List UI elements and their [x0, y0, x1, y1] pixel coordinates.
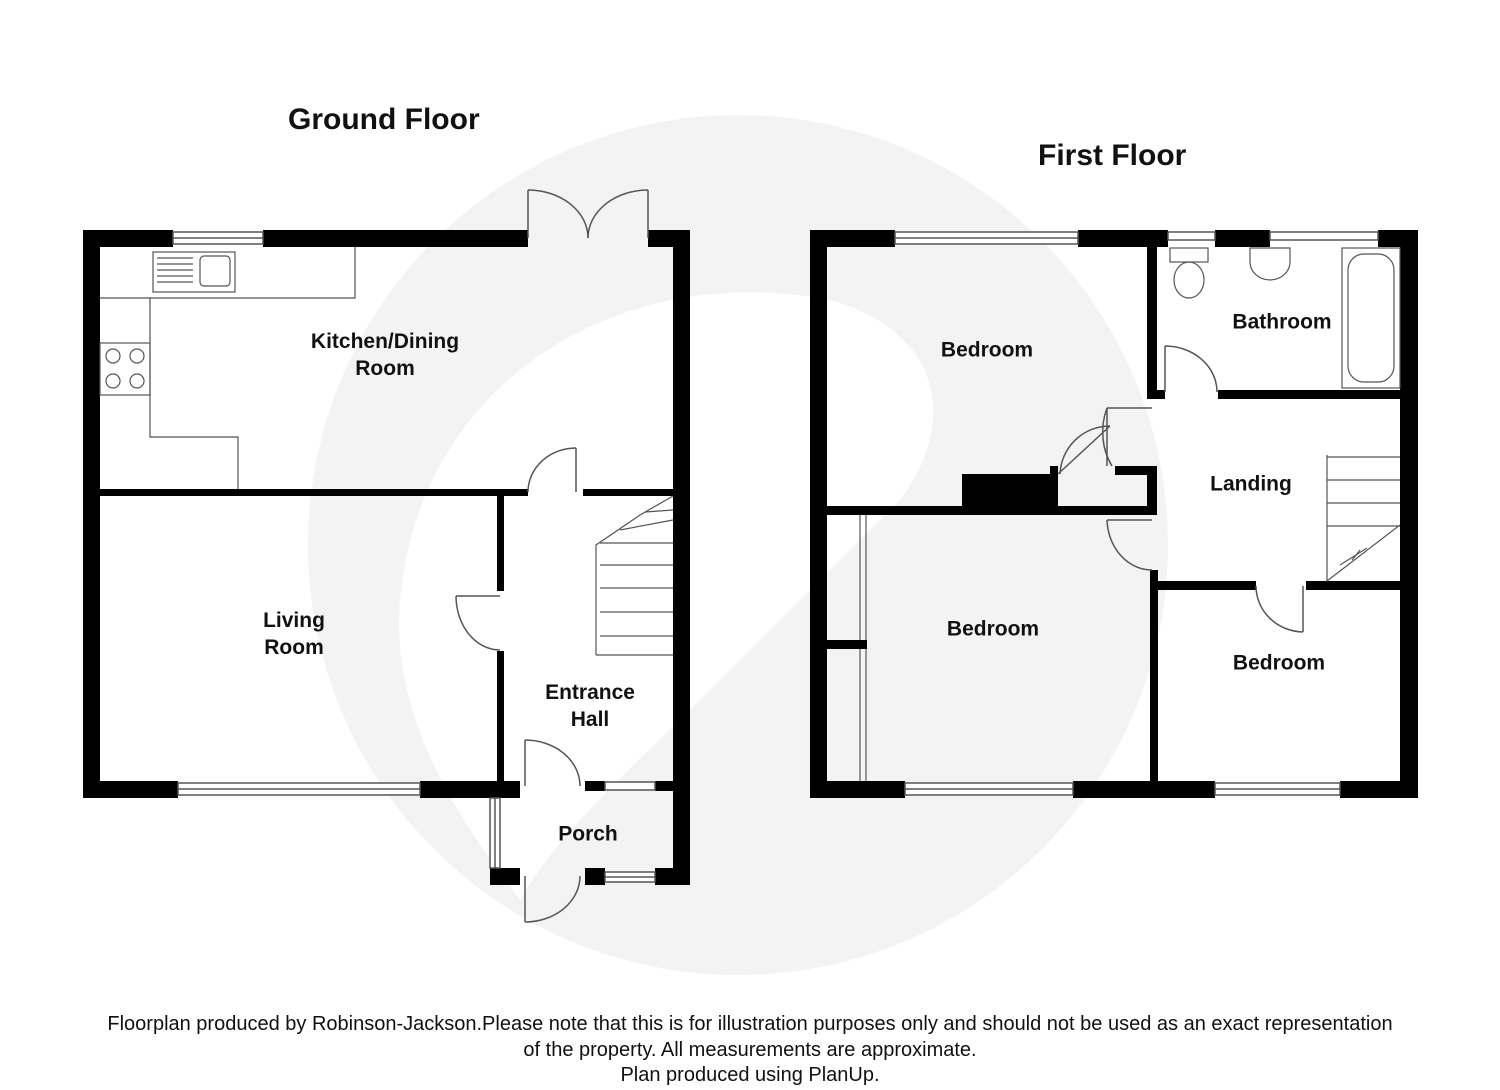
- disclaimer-line-2: of the property. All measurements are ap…: [523, 1039, 977, 1061]
- wall: [810, 781, 905, 798]
- wardrobes: [859, 515, 867, 781]
- wall: [1078, 230, 1168, 247]
- wall: [1147, 247, 1157, 399]
- wall: [83, 781, 178, 798]
- kitchen-units: [99, 247, 356, 489]
- room-label-landing: Landing: [1210, 472, 1292, 496]
- wc: [1173, 261, 1205, 299]
- wall: [490, 868, 520, 885]
- wall: [1215, 230, 1270, 247]
- wall: [83, 230, 100, 798]
- french-doors: [527, 189, 649, 239]
- wall: [497, 496, 504, 591]
- wall: [497, 651, 504, 786]
- room-label-porch: Porch: [558, 822, 618, 846]
- wall: [1158, 581, 1256, 590]
- hob: [99, 342, 151, 396]
- room-label-kitchen: Kitchen/Dining Room: [310, 330, 460, 380]
- wall: [263, 230, 528, 247]
- sink: [152, 251, 236, 293]
- wall: [1150, 570, 1158, 798]
- wall: [583, 489, 673, 496]
- window: [1167, 231, 1216, 241]
- ground-floor-title: Ground Floor: [288, 103, 480, 136]
- ground-floor-plan: [83, 189, 690, 923]
- wall: [100, 489, 528, 496]
- wall: [1306, 581, 1400, 590]
- wc-cistern: [1169, 247, 1209, 263]
- wall: [673, 230, 690, 885]
- first-floor-plan: [810, 230, 1418, 798]
- room-label-bathroom: Bathroom: [1232, 310, 1332, 334]
- cupboard-fill: [962, 474, 1058, 506]
- room-label-bedroom-1: Bedroom: [940, 338, 1034, 362]
- window: [604, 781, 656, 791]
- wall: [827, 506, 1157, 515]
- wall: [1073, 781, 1215, 798]
- window: [1269, 231, 1379, 241]
- bath: [1341, 247, 1401, 389]
- door: [1057, 425, 1111, 475]
- ground-stairs: [595, 495, 674, 656]
- first-stairs: [1326, 455, 1401, 583]
- wall: [1115, 466, 1157, 475]
- wall: [1400, 230, 1418, 798]
- disclaimer-line-3: Plan produced using PlanUp.: [620, 1064, 880, 1086]
- wall: [585, 868, 605, 885]
- room-label-entrance-hall: Entrance Hall: [545, 681, 635, 731]
- wall: [655, 868, 690, 885]
- wall: [1340, 781, 1418, 798]
- wall: [420, 781, 520, 798]
- room-label-bedroom-2: Bedroom: [946, 617, 1040, 641]
- wall: [83, 230, 173, 247]
- room-label-living-room: Living Room: [263, 609, 325, 659]
- wall: [585, 781, 605, 791]
- disclaimer-line-1: Floorplan produced by Robinson-Jackson.P…: [107, 1013, 1393, 1035]
- bathroom-fixtures: [1169, 247, 1401, 389]
- first-floor-title: First Floor: [1038, 139, 1187, 172]
- wall: [810, 230, 827, 798]
- room-label-bedroom-3: Bedroom: [1232, 651, 1326, 675]
- wall: [810, 230, 895, 247]
- basin: [1249, 247, 1291, 281]
- wall: [655, 781, 690, 791]
- wall: [1218, 390, 1400, 399]
